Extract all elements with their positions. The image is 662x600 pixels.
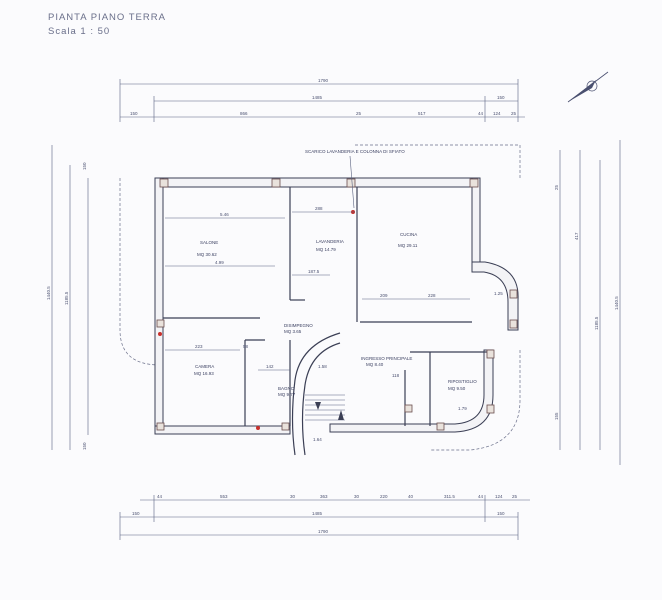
dim-top-part: 866 [240, 111, 248, 116]
terrace-outline [355, 144, 521, 178]
room-name-cucina: CUCINA [400, 232, 417, 237]
dim-interior: 209 [380, 293, 388, 298]
top-dimensions: 1790 1485 150 150 866 25 517 44 124 25 [119, 78, 525, 122]
dim-interior: 288 [315, 206, 323, 211]
room-area-salone: MQ 30.62 [197, 252, 217, 257]
dim-interior: 4.99 [215, 260, 224, 265]
room-area-disimpegno: MQ 3.65 [284, 329, 302, 334]
dim-interior: 187.5 [308, 269, 320, 274]
dim-bottom-part: 30 [290, 494, 296, 499]
dim-top-part: 517 [418, 111, 426, 116]
dim-top-part: 44 [478, 111, 484, 116]
dim-top-part: 124 [493, 111, 501, 116]
side-dimensions: 1440.5 1185.5 150 150 1440.5 1185.5 417 … [46, 140, 621, 465]
plan-title: PIANTA PIANO TERRA [48, 12, 166, 23]
dim-left: 150 [82, 162, 87, 170]
room-name-camera: CAMERA [195, 364, 214, 369]
dim-bottom-part: 40 [408, 494, 414, 499]
dim-bottom-mid: 1485 [312, 511, 323, 516]
dim-interior: 118 [392, 373, 400, 378]
drain-marker [158, 332, 162, 336]
dim-bottom-part: 44 [478, 494, 484, 499]
drain-marker [256, 426, 260, 430]
exterior-walls [154, 177, 519, 456]
dim-top-part: 25 [356, 111, 362, 116]
dim-right: 417 [574, 232, 579, 240]
dim-right: 25 [554, 184, 559, 190]
interior-dimensions: 5.46 4.99 288 187.5 209 228 1.25 1.58 1.… [165, 206, 503, 442]
room-labels: SALONE MQ 30.62 LAVANDERIA MQ 14.79 CUCI… [194, 232, 477, 397]
dim-right: 1185.5 [594, 316, 599, 330]
dim-bottom-part: 363 [320, 494, 328, 499]
dim-top-total: 1790 [318, 78, 329, 83]
dim-bottom-total: 1790 [318, 529, 329, 534]
room-name-bagno: BAGNO [278, 386, 295, 391]
room-name-lavanderia: LAVANDERIA [316, 239, 344, 244]
dim-bottom-part: 44 [157, 494, 163, 499]
north-arrow-icon [567, 71, 609, 103]
dim-interior: 1.64 [313, 437, 322, 442]
room-name-salone: SALONE [200, 240, 218, 245]
dim-bottom-part: 311.5 [444, 494, 455, 499]
room-name-ingresso: INGRESSO PRINCIPALE [361, 356, 412, 361]
drain-annotation: SCARICO LAVANDERIA E COLONNA DI SFIATO [305, 149, 405, 154]
dim-top-part: 150 [130, 111, 138, 116]
porch-outline [119, 178, 161, 366]
dim-bottom-part: 124 [495, 494, 503, 499]
dim-interior: 142 [266, 364, 274, 369]
room-area-cucina: MQ 29.11 [398, 243, 418, 248]
dim-top-part: 25 [511, 111, 517, 116]
porch-outline [430, 350, 521, 451]
dim-top-mid: 150 [497, 95, 505, 100]
room-area-ripostiglio: MQ 9.50 [448, 386, 466, 391]
dim-interior: 1.58 [318, 364, 327, 369]
room-area-bagno: MQ 9.77 [278, 392, 296, 397]
bottom-dimensions: 44 553 30 363 30 220 40 311.5 44 124 25 … [119, 494, 530, 540]
dim-interior: 228 [428, 293, 436, 298]
plan-scale: Scala 1 : 50 [48, 26, 111, 37]
dim-interior: 58 [243, 344, 249, 349]
dim-left: 1440.5 [46, 286, 51, 300]
dim-bottom-part: 30 [354, 494, 360, 499]
room-area-ingresso: MQ 8.40 [366, 362, 384, 367]
dim-bottom-part: 553 [220, 494, 228, 499]
dim-right: 1440.5 [614, 296, 619, 310]
room-name-disimpegno: DISIMPEGNO [284, 323, 313, 328]
columns [156, 178, 518, 431]
dim-interior: 1.25 [494, 291, 503, 296]
room-area-camera: MQ 16.93 [194, 371, 214, 376]
dim-bottom-mid: 150 [497, 511, 505, 516]
dim-interior: 1.79 [458, 406, 467, 411]
room-name-ripostiglio: RIPOSTIGLIO [448, 379, 477, 384]
dim-right: 155 [554, 412, 559, 420]
dim-bottom-part: 25 [512, 494, 518, 499]
dim-left: 150 [82, 442, 87, 450]
interior-walls [163, 187, 493, 426]
dim-left: 1185.5 [64, 291, 69, 305]
dim-top-mid: 1485 [312, 95, 323, 100]
dim-bottom-part: 220 [380, 494, 388, 499]
dim-interior: 223 [195, 344, 203, 349]
staircase [305, 394, 345, 421]
dim-interior: 5.46 [220, 212, 229, 217]
dim-bottom-mid: 150 [132, 511, 140, 516]
room-area-lavanderia: MQ 14.79 [316, 247, 336, 252]
